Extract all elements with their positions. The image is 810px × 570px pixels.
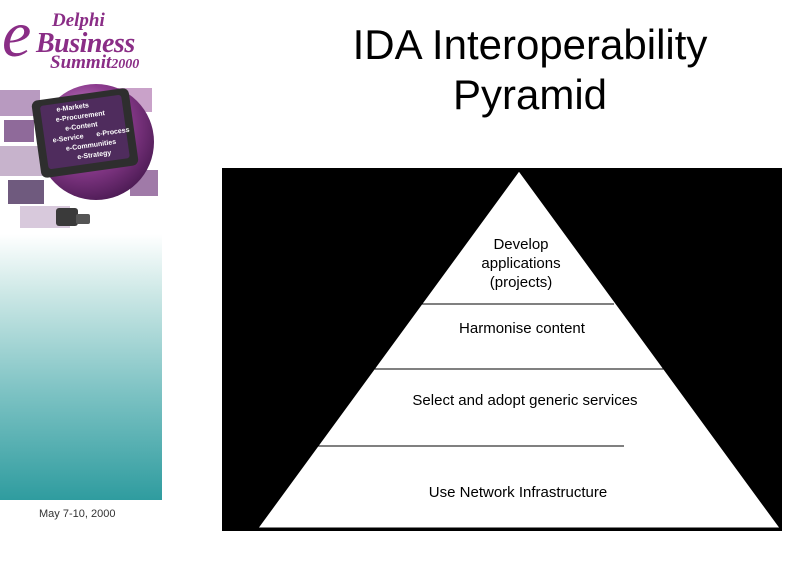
level-label: applications [481, 255, 560, 272]
screen-item: e-Strategy [77, 150, 112, 162]
logo-summit-word: Summit [50, 52, 112, 73]
level-label: Use Network Infrastructure [429, 484, 607, 501]
level-label: Harmonise content [459, 320, 586, 337]
screen-item: e-Content [65, 121, 99, 133]
screen-item: e-Service [52, 133, 84, 144]
pyramid-level-content: Harmonise content [459, 320, 586, 337]
logo-delphi: Delphi [52, 10, 105, 31]
interoperability-pyramid: Develop applications (projects) Harmonis… [222, 168, 782, 531]
screen-item: e-Markets [56, 102, 89, 113]
pyramid-shape [257, 170, 781, 529]
screen-item: e-Process [96, 127, 130, 139]
logo-summit: Summit2000 [50, 52, 139, 74]
level-label: (projects) [490, 274, 553, 291]
logo-e-letter: e [2, 0, 32, 71]
event-logo: e Delphi Business Summit2000 [0, 0, 162, 80]
sidebar: e Delphi Business Summit2000 [0, 0, 162, 570]
collage-image: e-Markets e-Procurement e-Content e-Serv… [0, 84, 162, 234]
logo-year: 2000 [111, 57, 140, 72]
logo-business: Business [36, 28, 135, 59]
level-label: Develop [493, 236, 548, 253]
sidebar-gradient [0, 234, 162, 500]
pyramid-level-applications: Develop applications (projects) [481, 236, 560, 291]
level-label: Select and adopt generic services [412, 392, 637, 409]
event-date: May 7-10, 2000 [39, 508, 116, 520]
pyramid-level-infrastructure: Use Network Infrastructure [429, 484, 607, 501]
title-line-1: IDA Interoperability [352, 21, 708, 68]
title-line-2: Pyramid [452, 71, 608, 118]
slide-title: IDA Interoperability Pyramid [300, 20, 760, 120]
pyramid-level-services: Select and adopt generic services [412, 392, 637, 409]
